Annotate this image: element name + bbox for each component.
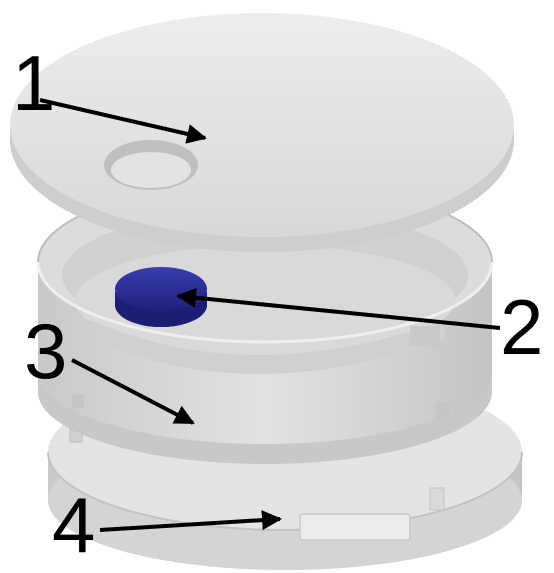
callout-number-1: 1 xyxy=(12,39,55,127)
callout-number-4: 4 xyxy=(52,481,95,569)
arrow-3 xyxy=(71,358,195,425)
callout-arrows xyxy=(39,98,501,532)
arrow-2 xyxy=(176,287,501,330)
arrow-4 xyxy=(99,510,282,532)
base-tab xyxy=(299,513,411,541)
lid-part xyxy=(10,13,514,252)
lid-hole xyxy=(104,140,198,190)
callout-number-3: 3 xyxy=(24,307,67,395)
arrow-1 xyxy=(39,98,207,144)
callout-number-2: 2 xyxy=(500,283,543,371)
